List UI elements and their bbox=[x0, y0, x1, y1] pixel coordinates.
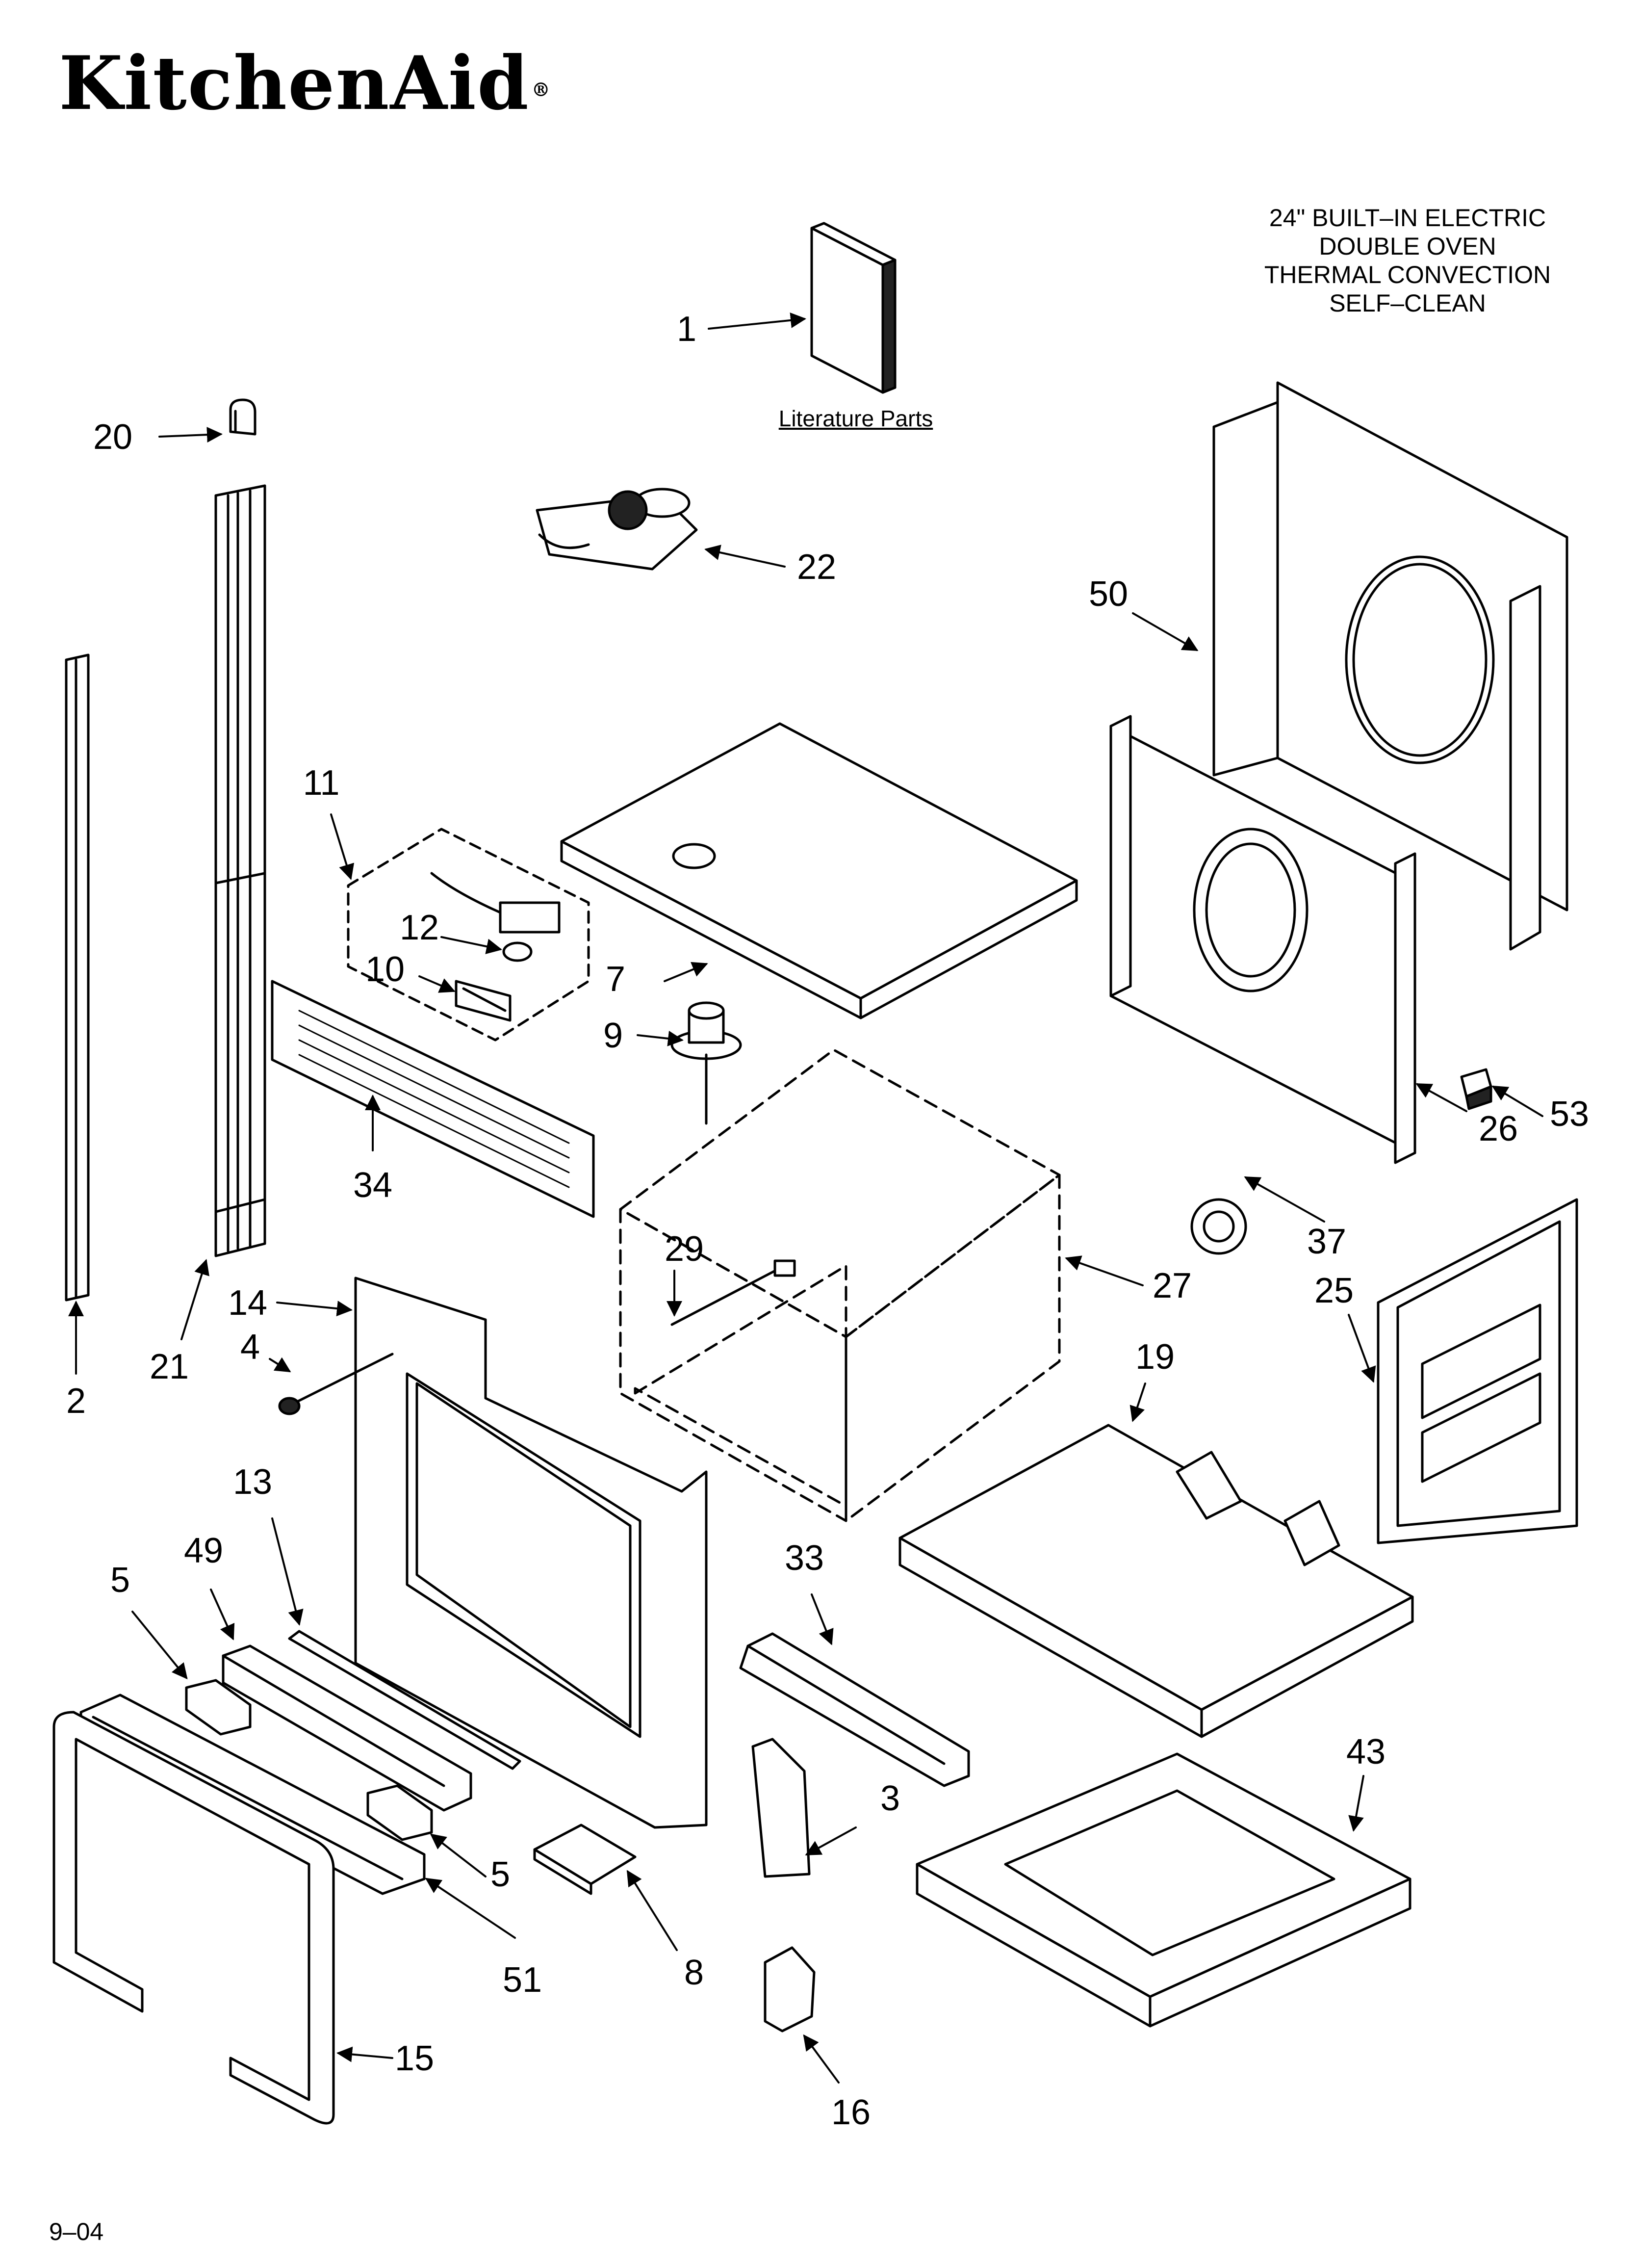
title-line-3: THERMAL CONVECTION bbox=[1264, 261, 1551, 288]
part-end-cap bbox=[229, 398, 257, 436]
part-gasket bbox=[1190, 1198, 1247, 1255]
callout-21: 21 bbox=[150, 1347, 189, 1386]
leader-lines bbox=[68, 312, 1543, 2084]
callout-37: 37 bbox=[1307, 1222, 1346, 1261]
callout-25: 25 bbox=[1314, 1271, 1354, 1310]
part-small-plate bbox=[533, 1824, 637, 1895]
part-spacer-block-bottom bbox=[366, 1784, 433, 1841]
part-rear-panel bbox=[1212, 381, 1568, 951]
part-sensor-probe bbox=[670, 1259, 796, 1326]
callout-7: 7 bbox=[606, 960, 625, 999]
part-long-bracket bbox=[739, 1632, 970, 1787]
part-insulation-strip bbox=[288, 1630, 521, 1770]
part-side-panel bbox=[1377, 1198, 1578, 1544]
callout-2: 2 bbox=[66, 1382, 86, 1421]
part-hinge-bracket bbox=[751, 1738, 811, 1878]
callout-5-top: 5 bbox=[110, 1561, 130, 1600]
part-bottom-tray bbox=[916, 1752, 1411, 2028]
light-assembly-group bbox=[347, 828, 590, 1042]
part-small-clip bbox=[1460, 1068, 1492, 1110]
callout-3: 3 bbox=[880, 1779, 900, 1818]
callout-19: 19 bbox=[1135, 1337, 1175, 1377]
part-top-panel bbox=[560, 722, 1078, 1019]
callout-15: 15 bbox=[395, 2039, 434, 2078]
part-oven-cavity bbox=[619, 1048, 1061, 1522]
part-vent-panel bbox=[271, 980, 595, 1218]
callout-43: 43 bbox=[1346, 1732, 1385, 1772]
callout-5-bottom: 5 bbox=[490, 1855, 510, 1894]
callout-20: 20 bbox=[93, 417, 132, 457]
callout-1: 1 bbox=[677, 310, 696, 349]
title-line-1: 24" BUILT–IN ELECTRIC bbox=[1269, 204, 1546, 232]
brand-name: KitchenAid bbox=[59, 40, 530, 127]
part-small-bracket bbox=[764, 1946, 816, 2033]
part-screw bbox=[278, 1353, 394, 1415]
callout-27: 27 bbox=[1153, 1266, 1192, 1305]
part-convection-back-panel bbox=[1109, 715, 1416, 1164]
registered-mark: ® bbox=[531, 78, 551, 101]
callout-9: 9 bbox=[603, 1016, 623, 1055]
part-literature-booklet bbox=[810, 222, 897, 394]
callout-53: 53 bbox=[1550, 1095, 1589, 1134]
part-side-trim-short bbox=[65, 653, 90, 1302]
callout-34: 34 bbox=[353, 1166, 392, 1205]
callout-13: 13 bbox=[233, 1462, 272, 1502]
callout-4: 4 bbox=[240, 1328, 260, 1367]
part-side-trim-long bbox=[214, 484, 266, 1257]
part-bottom-shelf bbox=[898, 1424, 1414, 1738]
callout-16: 16 bbox=[831, 2093, 871, 2132]
title-line-2: DOUBLE OVEN bbox=[1319, 233, 1496, 260]
callout-14: 14 bbox=[228, 1283, 267, 1323]
revision-date: 9–04 bbox=[49, 2218, 104, 2245]
callout-50: 50 bbox=[1089, 574, 1128, 614]
part-fan-motor bbox=[670, 1001, 742, 1125]
callout-labels: 1 20 22 50 11 12 10 7 9 34 53 26 37 29 2… bbox=[66, 310, 1589, 2132]
callout-12: 12 bbox=[400, 908, 439, 947]
part-motor-assembly bbox=[536, 488, 698, 571]
callout-26: 26 bbox=[1479, 1109, 1518, 1148]
title-line-4: SELF–CLEAN bbox=[1329, 289, 1486, 317]
callout-29: 29 bbox=[665, 1229, 704, 1269]
part-spacer-block-top bbox=[185, 1679, 252, 1736]
callout-49: 49 bbox=[184, 1531, 223, 1570]
callout-22: 22 bbox=[797, 547, 836, 587]
brand-logo: KitchenAid® bbox=[59, 47, 551, 120]
part-light-socket bbox=[430, 872, 561, 934]
callout-8: 8 bbox=[684, 1953, 704, 1992]
part-light-lens bbox=[455, 980, 512, 1022]
callout-51: 51 bbox=[503, 1960, 542, 2000]
literature-parts-label: Literature Parts bbox=[778, 406, 933, 431]
part-front-frame bbox=[354, 1277, 708, 1829]
callout-10: 10 bbox=[365, 950, 405, 989]
part-air-duct bbox=[222, 1644, 472, 1812]
callout-33: 33 bbox=[785, 1538, 824, 1578]
part-door-gasket bbox=[52, 1711, 335, 2125]
part-light-bulb bbox=[502, 941, 533, 962]
model-title: 24" BUILT–IN ELECTRIC DOUBLE OVEN THERMA… bbox=[1197, 204, 1618, 317]
callout-11: 11 bbox=[303, 763, 340, 803]
